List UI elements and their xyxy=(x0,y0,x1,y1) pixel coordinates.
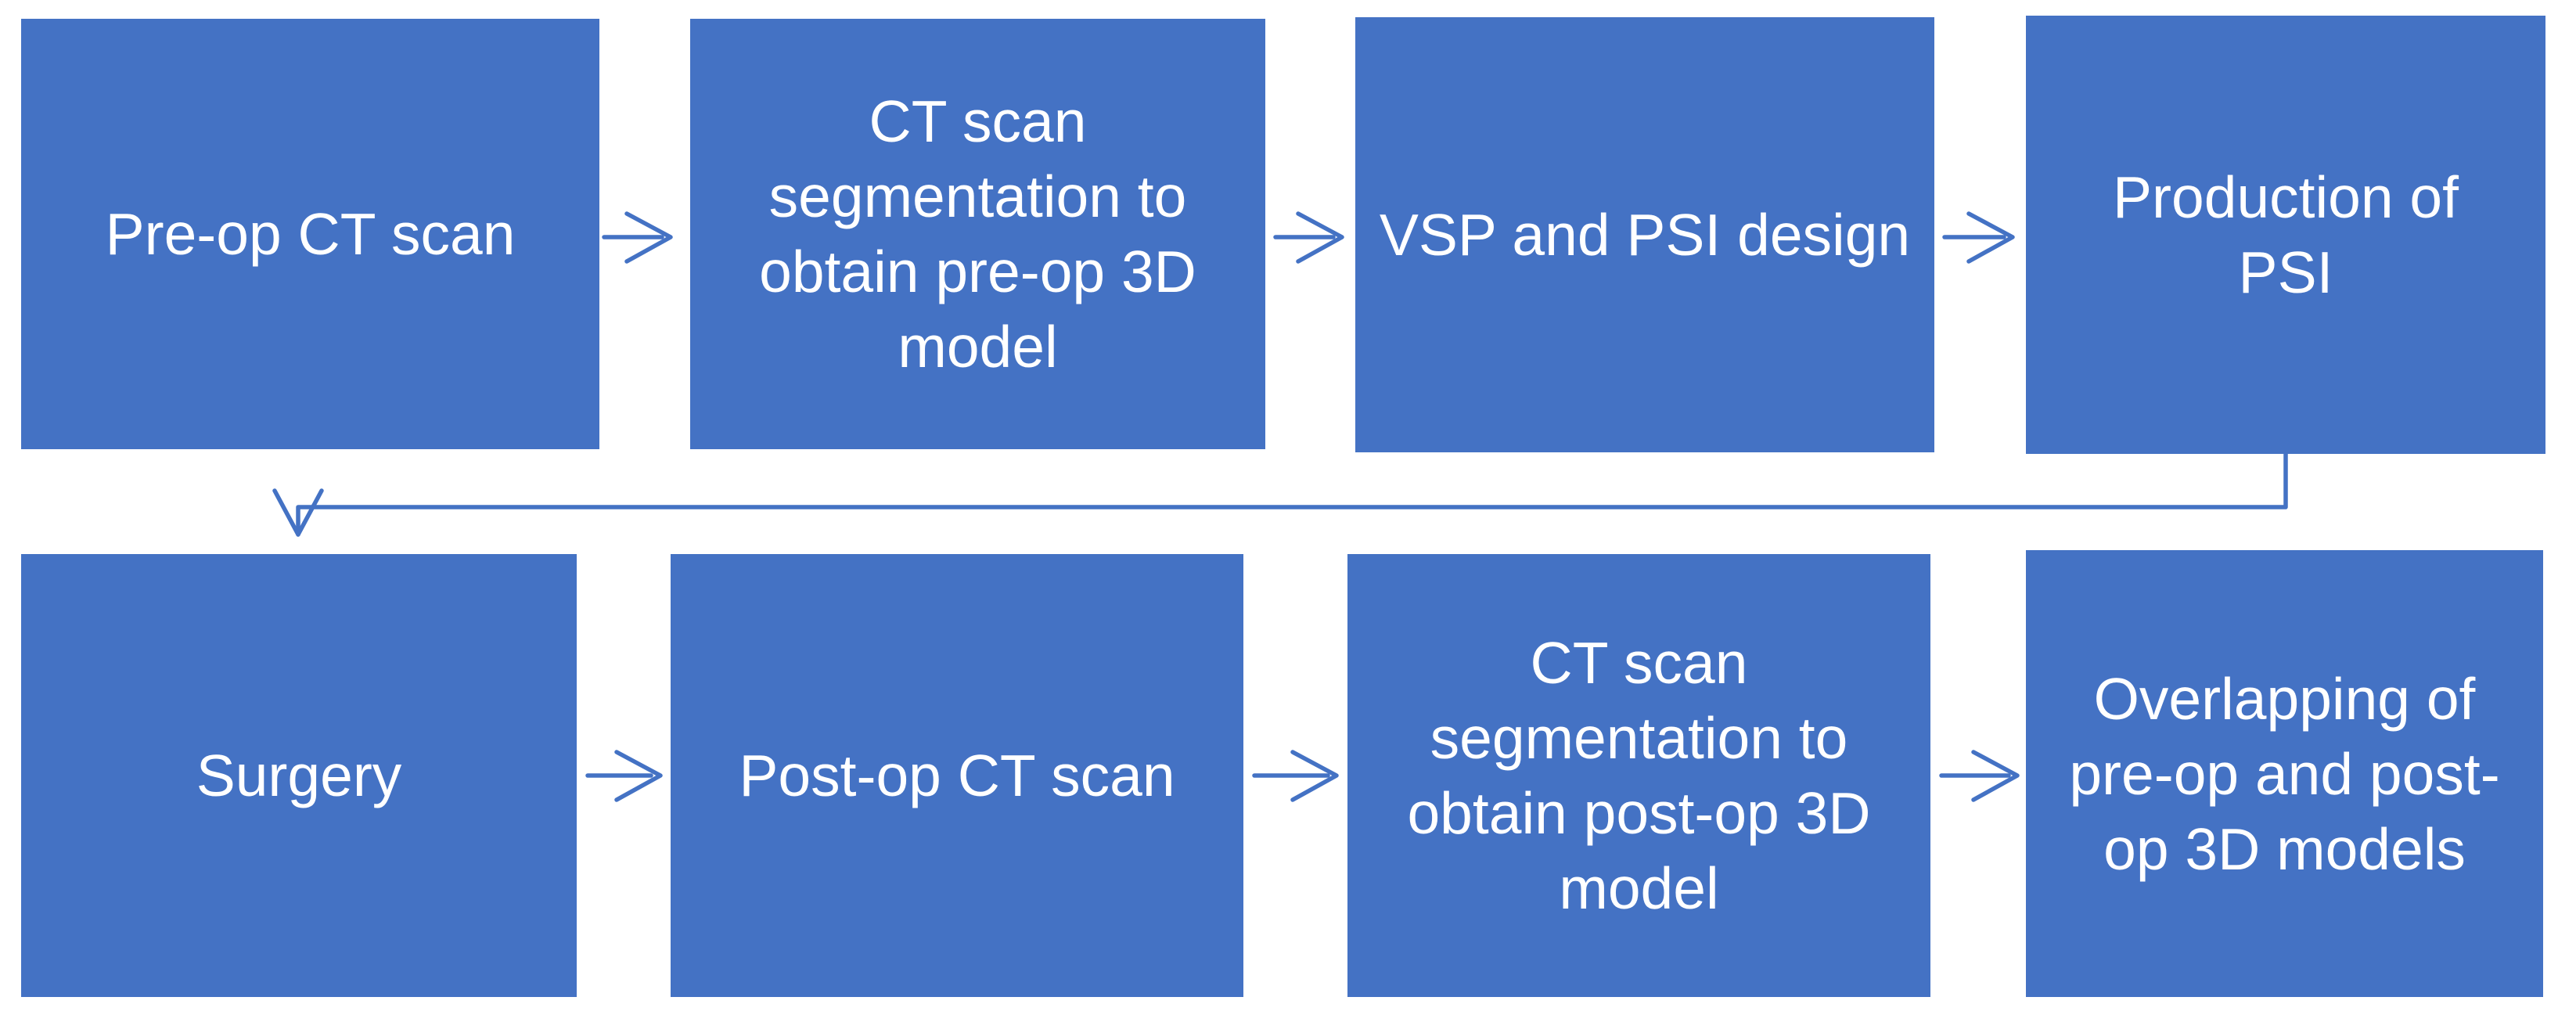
node-pre-op-ct-scan: Pre-op CT scan xyxy=(21,19,599,449)
node-post-op-ct-scan: Post-op CT scan xyxy=(671,554,1243,997)
node-label-ct-seg-pre-op: CT scan segmentation to obtain pre-op 3D… xyxy=(759,88,1196,380)
node-label-post-op-ct-scan: Post-op CT scan xyxy=(739,743,1175,808)
arrow-surgery-to-postop xyxy=(585,750,663,802)
arrow-preop-to-segmentation xyxy=(602,211,673,264)
node-label-overlapping: Overlapping of pre-op and post- op 3D mo… xyxy=(2069,665,2500,882)
arrow-vsp-to-production xyxy=(1942,211,2015,264)
node-production-psi: Production of PSI xyxy=(2026,16,2545,454)
node-label-vsp-psi-design: VSP and PSI design xyxy=(1379,202,1911,268)
node-label-production-psi: Production of PSI xyxy=(2113,164,2459,305)
arrow-segmentation-to-vsp xyxy=(1273,211,1344,264)
node-label-ct-seg-post-op: CT scan segmentation to obtain post-op 3… xyxy=(1407,630,1871,921)
node-ct-seg-pre-op: CT scan segmentation to obtain pre-op 3D… xyxy=(690,19,1265,449)
node-label-surgery: Surgery xyxy=(196,743,402,808)
node-surgery: Surgery xyxy=(21,554,577,997)
arrow-segmentation-to-overlapping xyxy=(1939,750,2020,802)
node-overlapping: Overlapping of pre-op and post- op 3D mo… xyxy=(2026,550,2543,997)
arrow-production-to-surgery xyxy=(272,448,2288,537)
node-ct-seg-post-op: CT scan segmentation to obtain post-op 3… xyxy=(1347,554,1930,997)
arrow-postop-to-segmentation xyxy=(1252,750,1339,802)
node-vsp-psi-design: VSP and PSI design xyxy=(1355,17,1934,452)
node-label-pre-op-ct-scan: Pre-op CT scan xyxy=(105,201,516,267)
